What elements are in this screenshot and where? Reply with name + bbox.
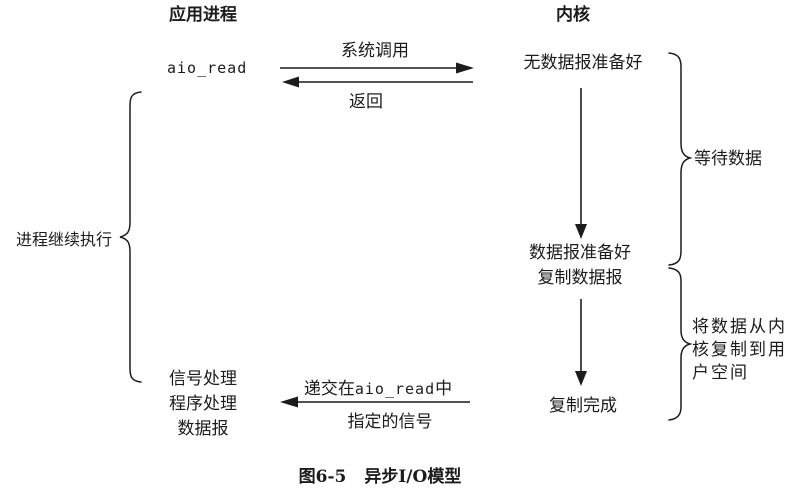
datagram-ready-label: 数据报准备好 复制数据报	[500, 241, 660, 291]
signal-handler-line1: 信号处理	[169, 369, 237, 389]
wait-data-brace	[668, 52, 693, 266]
datagram-ready-line1: 数据报准备好	[529, 243, 631, 263]
deliver-signal-label: 递交在aio_read中	[288, 379, 468, 399]
copy-to-user-brace	[668, 267, 693, 421]
wait-data-arrow	[575, 88, 587, 239]
process-continues-label: 进程继续执行	[16, 230, 113, 249]
signal-handler-label: 信号处理 程序处理 数据报	[158, 367, 248, 442]
signal-handler-line2: 程序处理	[169, 394, 237, 414]
figure-caption: 图6-5 异步I/O模型	[240, 467, 520, 487]
signal-delivery-arrow	[280, 396, 470, 408]
process-continues-brace	[119, 91, 142, 383]
copy-complete-label: 复制完成	[549, 396, 617, 416]
copy-to-user-line3: 户空间	[692, 363, 749, 383]
aio-read-label: aio_read	[167, 59, 248, 77]
copy-to-user-line2: 核复制到用	[692, 340, 787, 360]
deliver-signal-pre: 递交在	[303, 379, 355, 399]
figure-caption-title: 异步I/O模型	[364, 467, 462, 487]
copy-to-user-line1: 将数据从内	[692, 317, 787, 337]
application-process-header: 应用进程	[169, 5, 237, 25]
return-arrow	[282, 76, 473, 88]
signal-handler-line3: 数据报	[177, 419, 229, 439]
deliver-signal-code: aio_read	[354, 380, 436, 398]
deliver-signal-post: 中	[435, 379, 453, 399]
datagram-ready-line2: 复制数据报	[537, 268, 623, 288]
system-call-arrow	[280, 62, 474, 74]
system-call-label: 系统调用	[341, 41, 409, 61]
no-datagram-ready-label: 无数据报准备好	[523, 53, 643, 73]
specified-signal-label: 指定的信号	[347, 412, 433, 432]
copy-to-user-label: 将数据从内 核复制到用 户空间	[692, 316, 787, 385]
kernel-header: 内核	[556, 5, 590, 25]
copy-data-arrow	[575, 299, 587, 386]
wait-data-label: 等待数据	[694, 149, 762, 169]
return-label: 返回	[349, 92, 383, 112]
figure-caption-number: 图6-5	[298, 467, 347, 487]
